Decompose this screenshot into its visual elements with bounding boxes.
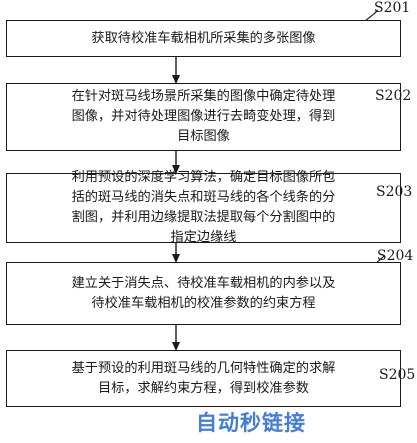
step-line: 获取待校准车载相机所采集的多张图像 xyxy=(91,30,316,46)
step-tag-s204: S204 xyxy=(377,248,414,264)
step-line: 割图，并利用边缘提取法提取每个分割图中的 xyxy=(71,210,336,225)
watermark-text: 自动秒链接 xyxy=(196,411,306,435)
leader-s201 xyxy=(365,9,379,21)
step-line: 利用预设的深度学习算法，确定目标图像所包 xyxy=(71,170,336,185)
step-box-s204: 建立关于消失点、待校准车载相机的内参以及 待校准车载相机的校准参数的约束方程 xyxy=(6,262,401,325)
step-line: 待校准车载相机的校准参数的约束方程 xyxy=(91,295,316,311)
step-line: 指定边缘线 xyxy=(170,230,237,245)
step-tag-s202: S202 xyxy=(375,88,412,104)
watermark-logo: 自动秒链接 xyxy=(196,404,414,440)
step-line: 基于预设的利用斑马线的几何特性确定的求解 xyxy=(71,360,336,376)
step-tag-s203: S203 xyxy=(376,184,413,200)
step-box-s205: 基于预设的利用斑马线的几何特性确定的求解 目标，求解约束方程，得到校准参数 xyxy=(6,350,401,407)
step-line: 图像，并对待处理图像进行去畸变处理，得到 xyxy=(71,109,336,124)
step-box-s202: 在针对斑马线场景所采集的图像中确定待处理 图像，并对待处理图像进行去畸变处理，得… xyxy=(6,83,401,151)
step-box-s203: 利用预设的深度学习算法，确定目标图像所包 括的斑马线的消失点和斑马线的各个线条的… xyxy=(6,170,401,245)
step-line: 目标图像 xyxy=(177,129,230,144)
step-tag-s201: S201 xyxy=(374,0,411,16)
step-line: 在针对斑马线场景所采集的图像中确定待处理 xyxy=(71,89,336,104)
step-line: 建立关于消失点、待校准车载相机的内参以及 xyxy=(71,275,336,291)
step-line: 目标，求解约束方程，得到校准参数 xyxy=(98,380,309,396)
step-line: 括的斑马线的消失点和斑马线的各个线条的分 xyxy=(71,190,336,205)
step-tag-s205: S205 xyxy=(379,367,416,383)
step-box-s201: 获取待校准车载相机所采集的多张图像 xyxy=(6,20,401,57)
